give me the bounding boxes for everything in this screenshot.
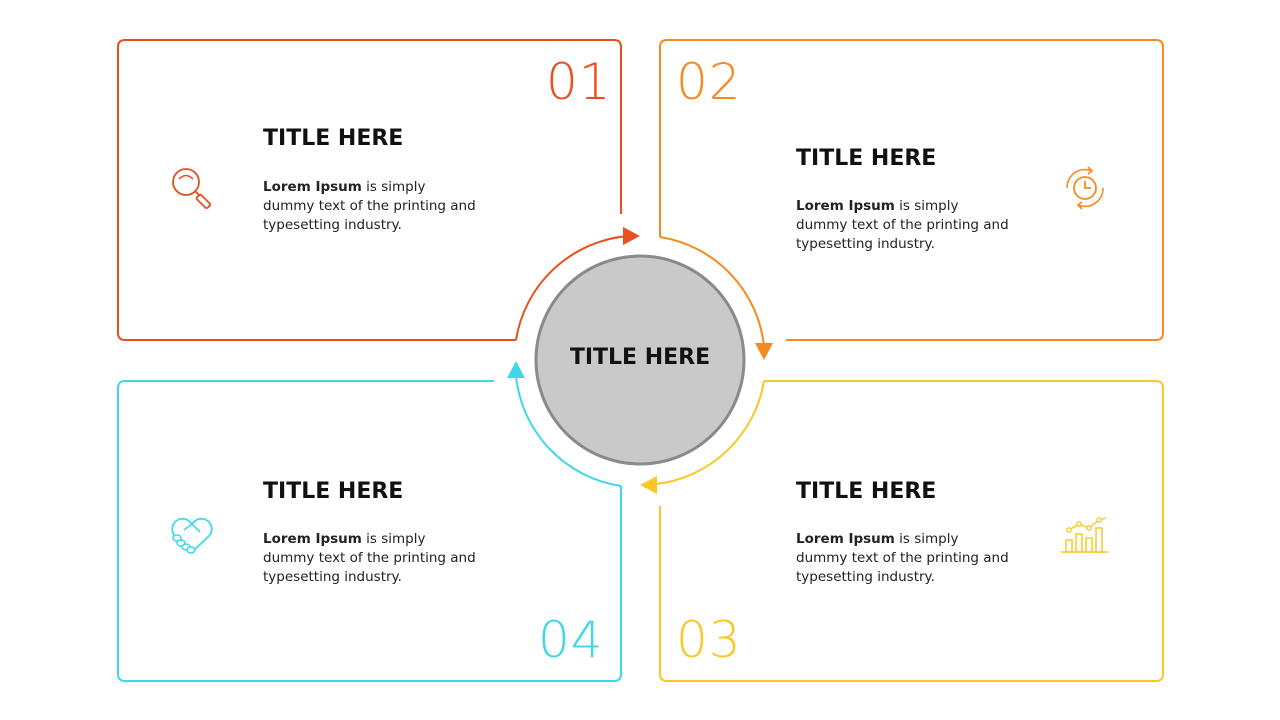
card-3-number: 03 [676, 611, 742, 669]
card-2-title: TITLE HERE [796, 146, 937, 171]
card-2-number: 02 [676, 53, 742, 111]
arc-3 [655, 380, 765, 485]
card-2-desc-bold: Lorem Ipsum [796, 198, 895, 214]
arrow-1-icon [623, 227, 640, 245]
arc-1 [515, 235, 629, 341]
card-3-title: TITLE HERE [796, 479, 937, 504]
card-3-desc-text: is simply dummy text of the printing and… [796, 531, 1009, 585]
card-4-desc-bold: Lorem Ipsum [263, 531, 362, 547]
handshake-icon [171, 517, 213, 554]
card-2-frame [659, 39, 1164, 341]
card-4-frame [117, 380, 622, 682]
card-1-desc-bold: Lorem Ipsum [263, 179, 362, 195]
clock-refresh-icon [1066, 166, 1104, 210]
card-2-description: Lorem Ipsum is simply dummy text of the … [796, 197, 1011, 254]
center-title: TITLE HERE [569, 345, 711, 370]
card-1-frame [117, 39, 622, 341]
bar-chart-icon [1061, 517, 1109, 553]
arc-4 [515, 375, 622, 487]
card-4-title: TITLE HERE [263, 479, 404, 504]
card-1-description: Lorem Ipsum is simply dummy text of the … [263, 178, 478, 235]
arrow-4-icon [507, 361, 525, 378]
arrow-2-icon [755, 343, 773, 360]
card-4-number: 04 [538, 611, 604, 669]
card-1-title: TITLE HERE [263, 126, 404, 151]
card-1-desc-text: is simply dummy text of the printing and… [263, 179, 476, 233]
card-3-desc-bold: Lorem Ipsum [796, 531, 895, 547]
card-4-description: Lorem Ipsum is simply dummy text of the … [263, 530, 478, 587]
card-2-desc-text: is simply dummy text of the printing and… [796, 198, 1009, 252]
card-3-description: Lorem Ipsum is simply dummy text of the … [796, 530, 1011, 587]
card-4-desc-text: is simply dummy text of the printing and… [263, 531, 476, 585]
center-circle [534, 254, 746, 466]
card-3-frame [659, 380, 1164, 682]
search-icon [172, 168, 212, 210]
arrow-3-icon [640, 476, 657, 494]
arc-2 [659, 236, 765, 347]
card-1-number: 01 [546, 53, 612, 111]
